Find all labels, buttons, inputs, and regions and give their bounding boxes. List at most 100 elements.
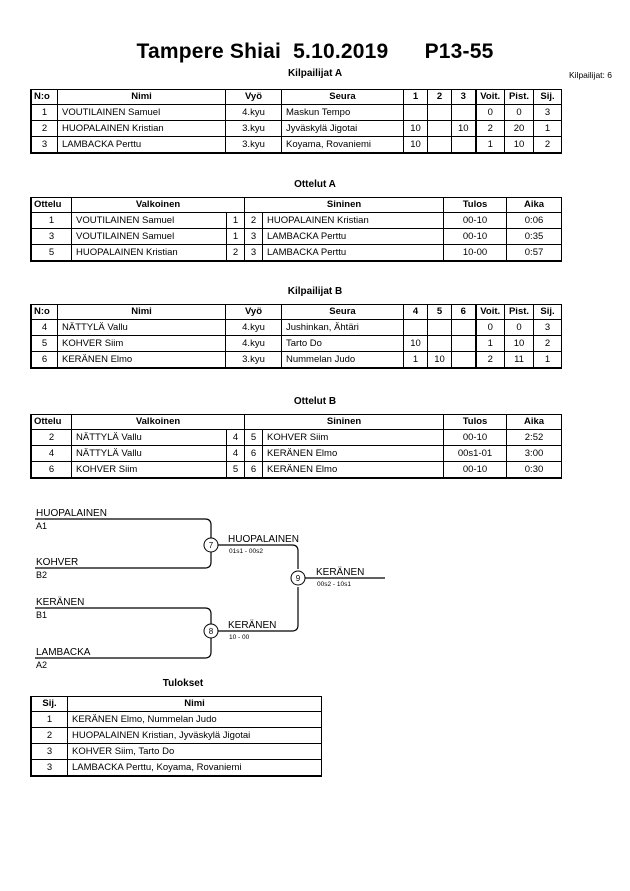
cell-wins: 1 xyxy=(474,136,505,153)
cell-points: 10 xyxy=(504,136,534,153)
cell-m6 xyxy=(451,319,476,336)
cell-blue: KERÄNEN Elmo xyxy=(262,461,445,478)
cell-m4 xyxy=(403,319,428,336)
col-belt: Vyö xyxy=(225,305,282,320)
col-time: Aika xyxy=(506,415,563,430)
matches-a-table-frame: Ottelu Valkoinen Sininen Tulos Aika 1 VO… xyxy=(30,197,563,262)
bracket-node-9-circle xyxy=(290,570,306,586)
cell-rank: 1 xyxy=(533,351,562,368)
cell-name: VOUTILAINEN Samuel xyxy=(57,104,226,121)
cell-white-no: 1 xyxy=(225,228,246,245)
table-row: 2 HUOPALAINEN Kristian 3.kyu Jyväskylä J… xyxy=(31,120,562,137)
competitor-count: Kilpailijat: 6 xyxy=(569,70,612,80)
bracket-entrant-seed: A1 xyxy=(36,521,47,531)
col-m4: 4 xyxy=(403,305,428,320)
cell-belt: 3.kyu xyxy=(225,351,282,368)
bracket-entrant-name: KERÄNEN xyxy=(36,596,84,608)
bracket-line-sf2-bottom xyxy=(35,637,212,659)
cell-time: 0:06 xyxy=(506,212,563,229)
cell-club: Jyväskylä Jigotai xyxy=(281,120,404,137)
cell-club: Koyama, Rovaniemi xyxy=(281,136,404,153)
cell-name: HUOPALAINEN Kristian xyxy=(57,120,226,137)
bracket-node-score: 00s2 - 10s1 xyxy=(317,581,351,588)
cell-match: 2 xyxy=(31,429,72,446)
bracket-node-score: 10 - 00 xyxy=(229,634,250,641)
cell-no: 1 xyxy=(31,104,58,121)
col-points: Pist. xyxy=(504,90,534,105)
cell-points: 20 xyxy=(504,120,534,137)
cell-blue: LAMBACKA Perttu xyxy=(262,228,445,245)
cell-time: 0:57 xyxy=(506,244,563,261)
cell-points: 10 xyxy=(504,335,534,352)
col-belt: Vyö xyxy=(225,90,282,105)
cell-club: Maskun Tempo xyxy=(281,104,404,121)
cell-rank: 3 xyxy=(31,743,68,760)
cell-rank: 2 xyxy=(533,136,562,153)
cell-no: 5 xyxy=(31,335,58,352)
table-row: 4 NÄTTYLÄ Vallu 4 6 KERÄNEN Elmo 00s1-01… xyxy=(31,445,563,462)
cell-wins: 0 xyxy=(474,319,505,336)
cell-m3 xyxy=(451,104,476,121)
bracket-node-8-circle xyxy=(203,623,219,639)
cell-name: KERÄNEN Elmo xyxy=(57,351,226,368)
table-row: 6 KOHVER Siim 5 6 KERÄNEN Elmo 00-10 0:3… xyxy=(31,461,563,478)
cell-result: 00-10 xyxy=(443,228,508,245)
cell-match: 1 xyxy=(31,212,72,229)
cell-name: HUOPALAINEN Kristian, Jyväskylä Jigotai xyxy=(67,727,322,744)
cell-wins: 2 xyxy=(474,351,505,368)
bracket-line-sf2-top xyxy=(35,607,212,625)
cell-m3: 10 xyxy=(451,120,476,137)
cell-result: 00-10 xyxy=(443,429,508,446)
col-club: Seura xyxy=(281,305,404,320)
col-m5: 5 xyxy=(427,305,452,320)
cell-rank: 1 xyxy=(533,120,562,137)
cell-belt: 4.kyu xyxy=(225,319,282,336)
cell-blue: HUOPALAINEN Kristian xyxy=(262,212,445,229)
cell-white-no: 1 xyxy=(225,212,246,229)
cell-rank: 1 xyxy=(31,711,68,728)
col-result: Tulos xyxy=(443,415,508,430)
table-row: 1 KERÄNEN Elmo, Nummelan Judo xyxy=(31,711,322,728)
cell-belt: 3.kyu xyxy=(225,136,282,153)
cell-match: 4 xyxy=(31,445,72,462)
cell-white: NÄTTYLÄ Vallu xyxy=(71,429,227,446)
cell-m2 xyxy=(427,136,452,153)
cell-rank: 3 xyxy=(533,104,562,121)
cell-white: KOHVER Siim xyxy=(71,461,227,478)
cell-time: 0:35 xyxy=(506,228,563,245)
table-header-row: N:o Nimi Vyö Seura 4 5 6 Voit. Pist. Sij… xyxy=(31,305,562,320)
table-row: 6 KERÄNEN Elmo 3.kyu Nummelan Judo 1 10 … xyxy=(31,351,562,368)
page-title: Tampere Shiai 5.10.2019 P13-55 xyxy=(136,40,494,63)
cell-result: 10-00 xyxy=(443,244,508,261)
cell-result: 00-10 xyxy=(443,212,508,229)
pool-a-table: N:o Nimi Vyö Seura 1 2 3 Voit. Pist. Sij… xyxy=(31,90,562,153)
pool-a-caption: Kilpailijat A xyxy=(287,68,343,79)
cell-wins: 1 xyxy=(474,335,505,352)
cell-blue-no: 6 xyxy=(244,445,264,462)
matches-b-table-frame: Ottelu Valkoinen Sininen Tulos Aika 2 NÄ… xyxy=(30,414,563,479)
cell-no: 2 xyxy=(31,120,58,137)
results-caption: Tulokset xyxy=(162,678,204,689)
table-row: 5 KOHVER Siim 4.kyu Tarto Do 10 1 10 2 xyxy=(31,335,562,352)
col-no: N:o xyxy=(31,305,58,320)
bracket-champion: KERÄNEN xyxy=(316,566,364,578)
cell-club: Nummelan Judo xyxy=(281,351,404,368)
col-wins: Voit. xyxy=(474,90,505,105)
col-blue: Sininen xyxy=(244,198,445,213)
cell-club: Tarto Do xyxy=(281,335,404,352)
bracket-entrant-seed: A2 xyxy=(36,660,47,670)
elimination-bracket: HUOPALAINEN A1 KOHVER B2 KERÄNEN B1 LAMB… xyxy=(0,495,630,675)
cell-m2 xyxy=(427,120,452,137)
cell-white: HUOPALAINEN Kristian xyxy=(71,244,227,261)
cell-white-no: 4 xyxy=(225,429,246,446)
bracket-node-winner: HUOPALAINEN xyxy=(228,534,299,545)
col-m3: 3 xyxy=(451,90,476,105)
cell-name: NÄTTYLÄ Vallu xyxy=(57,319,226,336)
cell-name: KOHVER Siim xyxy=(57,335,226,352)
table-row: 5 HUOPALAINEN Kristian 2 3 LAMBACKA Pert… xyxy=(31,244,563,261)
cell-blue-no: 5 xyxy=(244,429,264,446)
table-row: 3 LAMBACKA Perttu, Koyama, Rovaniemi xyxy=(31,759,322,776)
bracket-entrant-seed: B1 xyxy=(36,610,47,620)
cell-name: LAMBACKA Perttu xyxy=(57,136,226,153)
col-time: Aika xyxy=(506,198,563,213)
